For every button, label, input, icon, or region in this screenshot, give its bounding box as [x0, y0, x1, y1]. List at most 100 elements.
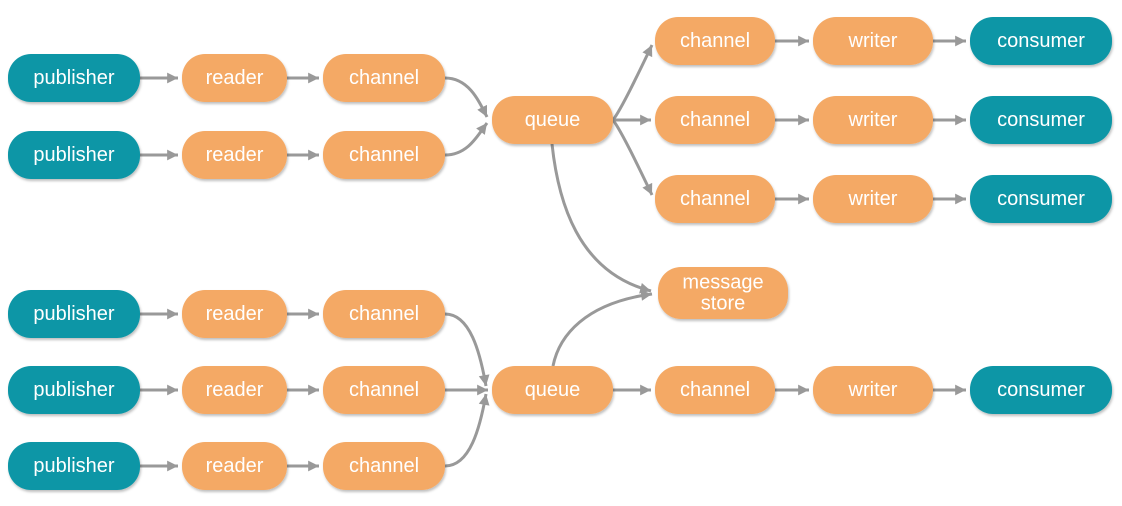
node-cons-r1: consumer	[970, 17, 1112, 65]
node-pub-b1: publisher	[8, 290, 140, 338]
node-label: channel	[349, 379, 419, 401]
edges-layer	[140, 35, 966, 472]
node-shape	[8, 366, 140, 414]
node-reader-b2: reader	[182, 366, 287, 414]
node-label: writer	[848, 379, 898, 401]
node-shape	[813, 96, 933, 144]
node-reader-t1: reader	[182, 54, 287, 102]
node-shape	[182, 290, 287, 338]
node-writer-r3: writer	[813, 175, 933, 223]
node-shape	[323, 54, 445, 102]
node-chan-b1: channel	[323, 290, 445, 338]
node-reader-b1: reader	[182, 290, 287, 338]
node-label: publisher	[33, 144, 115, 166]
nodes-layer: publisher reader channel publisher reader cha…	[8, 17, 1112, 490]
node-cons-r2: consumer	[970, 96, 1112, 144]
node-shape	[655, 96, 775, 144]
edge-queue-top-to-message-store	[550, 143, 652, 294]
node-label: consumer	[997, 188, 1085, 210]
node-shape	[492, 96, 613, 144]
node-shape	[970, 175, 1112, 223]
node-label: channel	[680, 379, 750, 401]
node-shape	[813, 17, 933, 65]
edge-chan-t1-to-queue-top	[444, 76, 489, 118]
node-label: channel	[680, 188, 750, 210]
node-label: writer	[848, 109, 898, 131]
node-label: channel	[680, 109, 750, 131]
node-label: consumer	[997, 379, 1085, 401]
node-queue-top: queue	[492, 96, 613, 144]
node-label: channel	[680, 30, 750, 52]
node-shape	[655, 17, 775, 65]
node-shape	[182, 366, 287, 414]
node-shape	[8, 54, 140, 102]
node-writer-br: writer	[813, 366, 933, 414]
node-label: publisher	[33, 303, 115, 325]
node-label: consumer	[997, 109, 1085, 131]
node-shape	[182, 442, 287, 490]
edge-queue-bottom-to-message-store	[551, 290, 653, 367]
node-shape	[182, 131, 287, 179]
node-shape	[8, 131, 140, 179]
node-label: writer	[848, 188, 898, 210]
node-label: publisher	[33, 455, 115, 477]
node-chan-b2: channel	[323, 366, 445, 414]
node-chan-b3: channel	[323, 442, 445, 490]
edge-queue-top-to-chan-r1	[611, 44, 654, 121]
node-chan-t1: channel	[323, 54, 445, 102]
node-shape	[970, 17, 1112, 65]
node-label: channel	[349, 455, 419, 477]
node-reader-t2: reader	[182, 131, 287, 179]
node-shape	[323, 442, 445, 490]
node-label: reader	[206, 144, 264, 166]
node-label: reader	[206, 303, 264, 325]
node-pub-b2: publisher	[8, 366, 140, 414]
node-shape	[492, 366, 613, 414]
node-label: consumer	[997, 30, 1085, 52]
node-shape	[182, 54, 287, 102]
node-chan-r2: channel	[655, 96, 775, 144]
node-shape	[323, 131, 445, 179]
node-label-line: store	[701, 293, 745, 315]
node-shape	[658, 267, 788, 319]
node-label: publisher	[33, 67, 115, 89]
node-label-line: message	[682, 272, 763, 294]
node-cons-r3: consumer	[970, 175, 1112, 223]
edge-chan-t2-to-queue-top	[444, 122, 489, 157]
node-pub-b3: publisher	[8, 442, 140, 490]
node-label: channel	[349, 144, 419, 166]
node-reader-b3: reader	[182, 442, 287, 490]
node-shape	[813, 366, 933, 414]
node-label: reader	[206, 379, 264, 401]
node-cons-br: consumer	[970, 366, 1112, 414]
node-chan-br: channel	[655, 366, 775, 414]
node-chan-r1: channel	[655, 17, 775, 65]
node-queue-bottom: queue	[492, 366, 613, 414]
node-pub-t1: publisher	[8, 54, 140, 102]
node-shape	[970, 366, 1112, 414]
node-label: publisher	[33, 379, 115, 401]
edge-chan-b3-to-queue-bottom	[444, 393, 490, 468]
node-shape	[8, 442, 140, 490]
node-label: reader	[206, 67, 264, 89]
node-shape	[655, 175, 775, 223]
node-pub-t2: publisher	[8, 131, 140, 179]
edge-queue-top-to-chan-r3	[611, 119, 654, 196]
node-writer-r2: writer	[813, 96, 933, 144]
node-shape	[813, 175, 933, 223]
edge-chan-b1-to-queue-bottom	[444, 312, 490, 387]
node-chan-r3: channel	[655, 175, 775, 223]
node-label: queue	[525, 379, 581, 401]
node-shape	[970, 96, 1112, 144]
node-label: writer	[848, 30, 898, 52]
node-chan-t2: channel	[323, 131, 445, 179]
node-writer-r1: writer	[813, 17, 933, 65]
node-label: channel	[349, 67, 419, 89]
node-shape	[655, 366, 775, 414]
node-label: channel	[349, 303, 419, 325]
node-label: reader	[206, 455, 264, 477]
